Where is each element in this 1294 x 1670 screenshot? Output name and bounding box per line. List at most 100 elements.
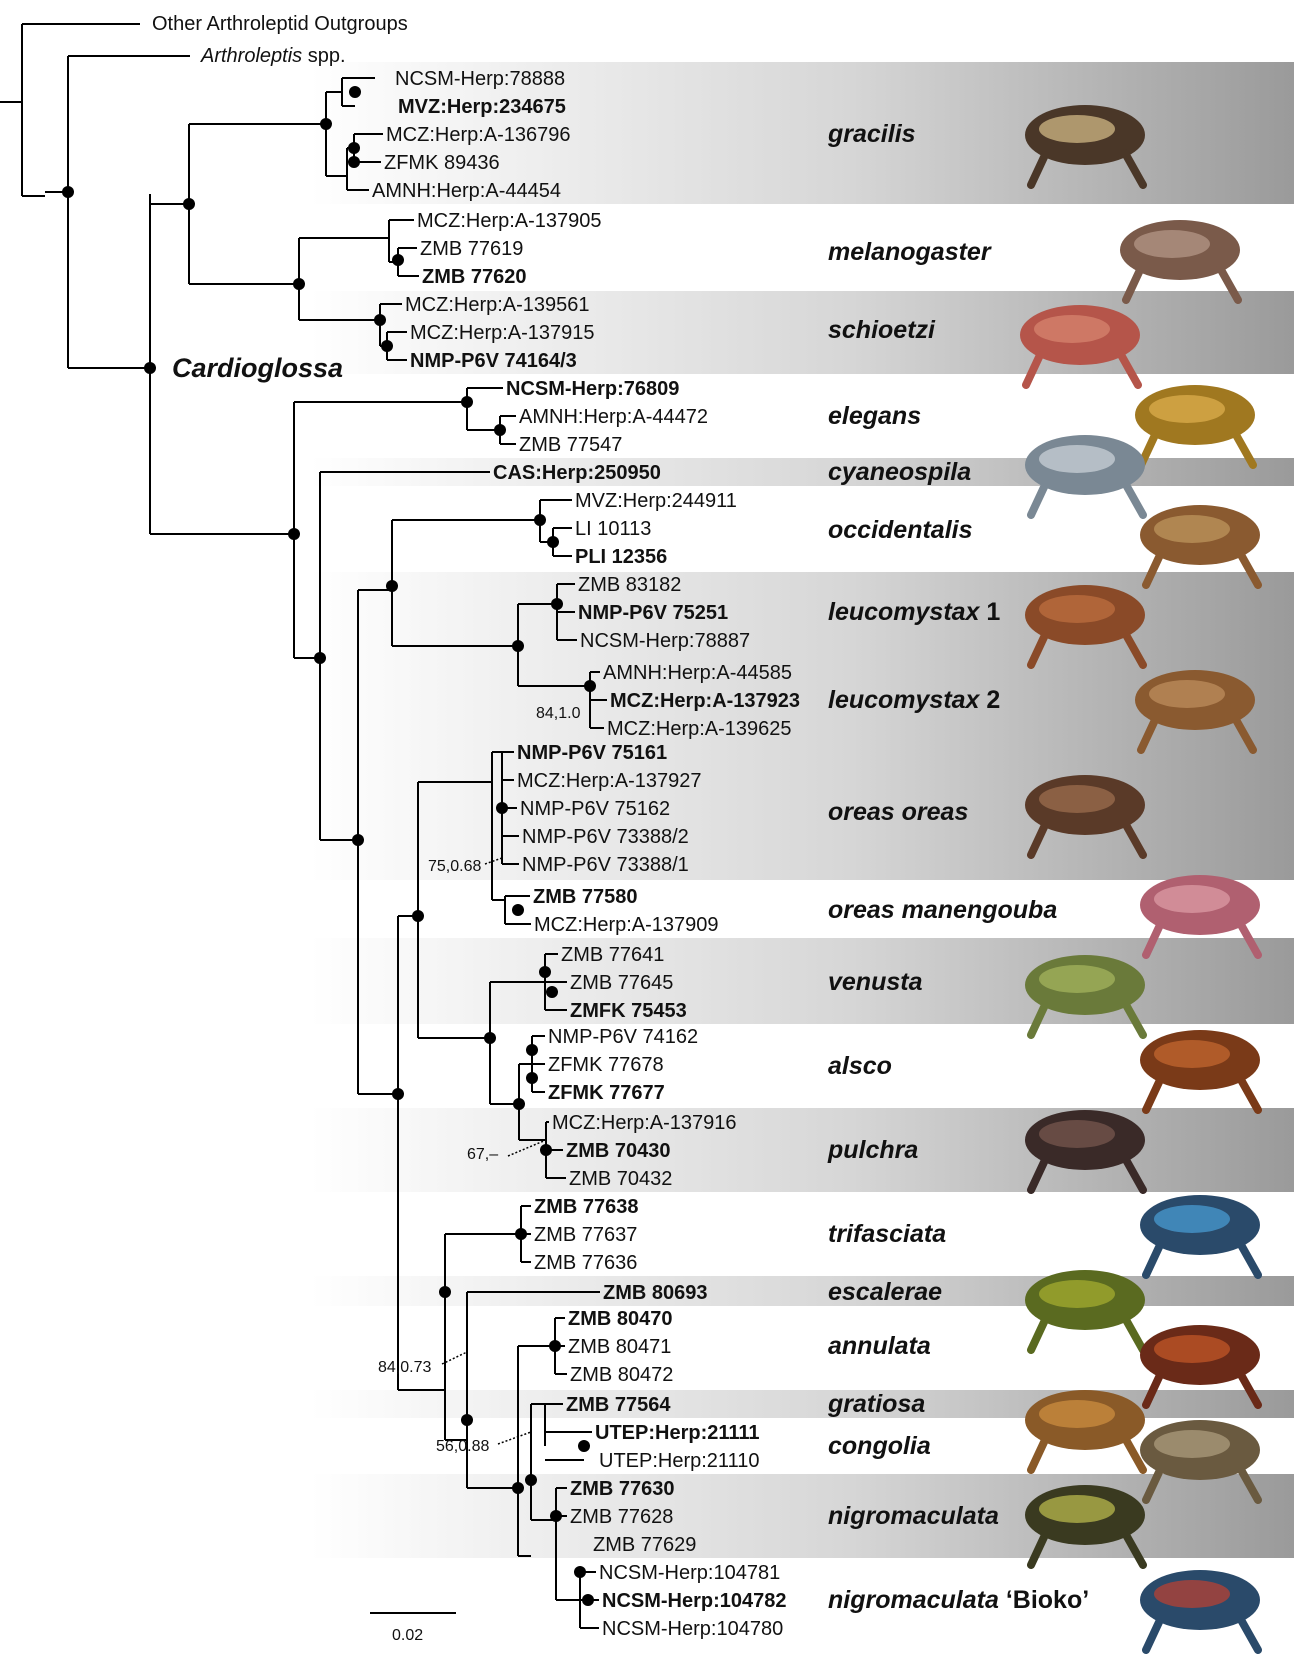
support-node — [494, 424, 506, 436]
tip-label: MVZ:Herp:234675 — [398, 96, 566, 118]
frog-photo — [1025, 1390, 1145, 1470]
clade-label: pulchra — [827, 1136, 918, 1164]
tip-label: MCZ:Herp:A-139625 — [607, 718, 792, 740]
tip-label: MCZ:Herp:A-136796 — [386, 124, 571, 146]
frog-photo — [1025, 1270, 1145, 1350]
tip-label: NCSM-Herp:76809 — [506, 378, 679, 400]
tip-label: ZMB 83182 — [578, 574, 681, 596]
clade-label: nigromaculata — [828, 1502, 999, 1530]
clade-band — [310, 1108, 1294, 1192]
tip-label: NMP-P6V 75161 — [517, 742, 667, 764]
support-node — [320, 118, 332, 130]
support-node — [496, 802, 508, 814]
tip-label: ZMB 77630 — [570, 1478, 675, 1500]
clade-label-suffix: ‘Bioko’ — [999, 1586, 1089, 1614]
clade-label: annulata — [828, 1332, 931, 1360]
tip-label: ZMB 77638 — [534, 1196, 639, 1218]
tip-label: NMP-P6V 75162 — [520, 798, 670, 820]
tip-label: NMP-P6V 74164/3 — [410, 350, 577, 372]
clade-band — [310, 1276, 1294, 1306]
frog-photo — [1140, 1570, 1260, 1650]
tip-label: ZMB 80470 — [568, 1308, 673, 1330]
tip-label: ZMB 80472 — [570, 1364, 673, 1386]
support-node — [183, 198, 195, 210]
clade-label: gratiosa — [827, 1390, 925, 1418]
support-node — [549, 1340, 561, 1352]
tip-label: ZMB 70430 — [566, 1140, 671, 1162]
tip-label: ZMB 77636 — [534, 1252, 637, 1274]
clade-label: oreas manengouba — [828, 896, 1057, 924]
tip-label: ZFMK 77678 — [548, 1054, 664, 1076]
support-node — [381, 340, 393, 352]
tip-label: PLI 12356 — [575, 546, 667, 568]
support-leader — [498, 1432, 531, 1444]
tip-label: LI 10113 — [575, 518, 651, 540]
tip-label: NCSM-Herp:104781 — [599, 1562, 780, 1584]
support-node — [461, 396, 473, 408]
support-node — [293, 278, 305, 290]
outgroup-label: Other Arthroleptid Outgroups — [152, 13, 408, 35]
support-label: 84,1.0 — [536, 705, 581, 722]
tip-label: MVZ:Herp:244911 — [575, 490, 737, 512]
tip-label: ZMB 70432 — [569, 1168, 672, 1190]
clade-label: alsco — [828, 1052, 892, 1080]
tip-label: NCSM-Herp:78887 — [580, 630, 750, 652]
tip-label: CAS:Herp:250950 — [493, 462, 661, 484]
tip-label: NMP-P6V 75251 — [578, 602, 728, 624]
tip-label: ZMB 77580 — [533, 886, 638, 908]
support-node — [392, 1088, 404, 1100]
support-node — [513, 1098, 525, 1110]
clade-label: escalerae — [828, 1278, 942, 1306]
support-node — [539, 966, 551, 978]
tip-label: UTEP:Herp:21110 — [599, 1450, 759, 1472]
support-node — [461, 1414, 473, 1426]
support-node — [582, 1594, 594, 1606]
frog-photo — [1120, 220, 1240, 300]
support-label: 67,– — [467, 1146, 498, 1163]
tip-label: ZMB 77619 — [420, 238, 523, 260]
tip-label: AMNH:Herp:A-44585 — [603, 662, 792, 684]
tip-label: MCZ:Herp:A-139561 — [405, 294, 590, 316]
support-node — [349, 86, 361, 98]
support-node — [526, 1072, 538, 1084]
tip-label: MCZ:Herp:A-137923 — [610, 690, 800, 712]
support-node — [515, 1228, 527, 1240]
clade-label: elegans — [828, 402, 921, 430]
tip-label: ZMB 77628 — [570, 1506, 673, 1528]
frog-photo — [1025, 435, 1145, 515]
support-node — [534, 514, 546, 526]
support-node — [526, 1044, 538, 1056]
clade-band — [310, 1474, 1294, 1558]
support-node — [348, 142, 360, 154]
tip-label: NMP-P6V 74162 — [548, 1026, 698, 1048]
clade-label: leucomystax 1 — [828, 598, 1000, 626]
tip-label: ZMB 77629 — [593, 1534, 696, 1556]
spp-label: spp. — [302, 45, 345, 67]
tip-label: ZFMK 77677 — [548, 1082, 665, 1104]
tip-label: ZMB 80471 — [568, 1336, 671, 1358]
tip-label: ZMB 77641 — [561, 944, 664, 966]
support-label: 84,0.73 — [378, 1359, 431, 1376]
support-node — [550, 1510, 562, 1522]
clade-label-suffix: 1 — [979, 598, 1000, 626]
support-node — [512, 904, 524, 916]
tip-label: NCSM-Herp:104782 — [602, 1590, 787, 1612]
clade-label: leucomystax 2 — [828, 686, 1000, 714]
scale-bar-label: 0.02 — [392, 1627, 423, 1644]
support-node — [439, 1286, 451, 1298]
tip-label: MCZ:Herp:A-137916 — [552, 1112, 737, 1134]
support-node — [546, 986, 558, 998]
support-node — [348, 156, 360, 168]
tip-label: ZMB 77547 — [519, 434, 622, 456]
clade-label: oreas oreas — [828, 798, 968, 826]
tip-label: NMP-P6V 73388/2 — [522, 826, 689, 848]
support-node — [352, 834, 364, 846]
tip-label: ZFMK 89436 — [384, 152, 500, 174]
support-label: 75,0.68 — [428, 858, 481, 875]
tip-label: ZMFK 75453 — [570, 1000, 687, 1022]
support-node — [540, 1144, 552, 1156]
tip-label: AMNH:Herp:A-44472 — [519, 406, 708, 428]
support-node — [551, 598, 563, 610]
support-node — [584, 680, 596, 692]
